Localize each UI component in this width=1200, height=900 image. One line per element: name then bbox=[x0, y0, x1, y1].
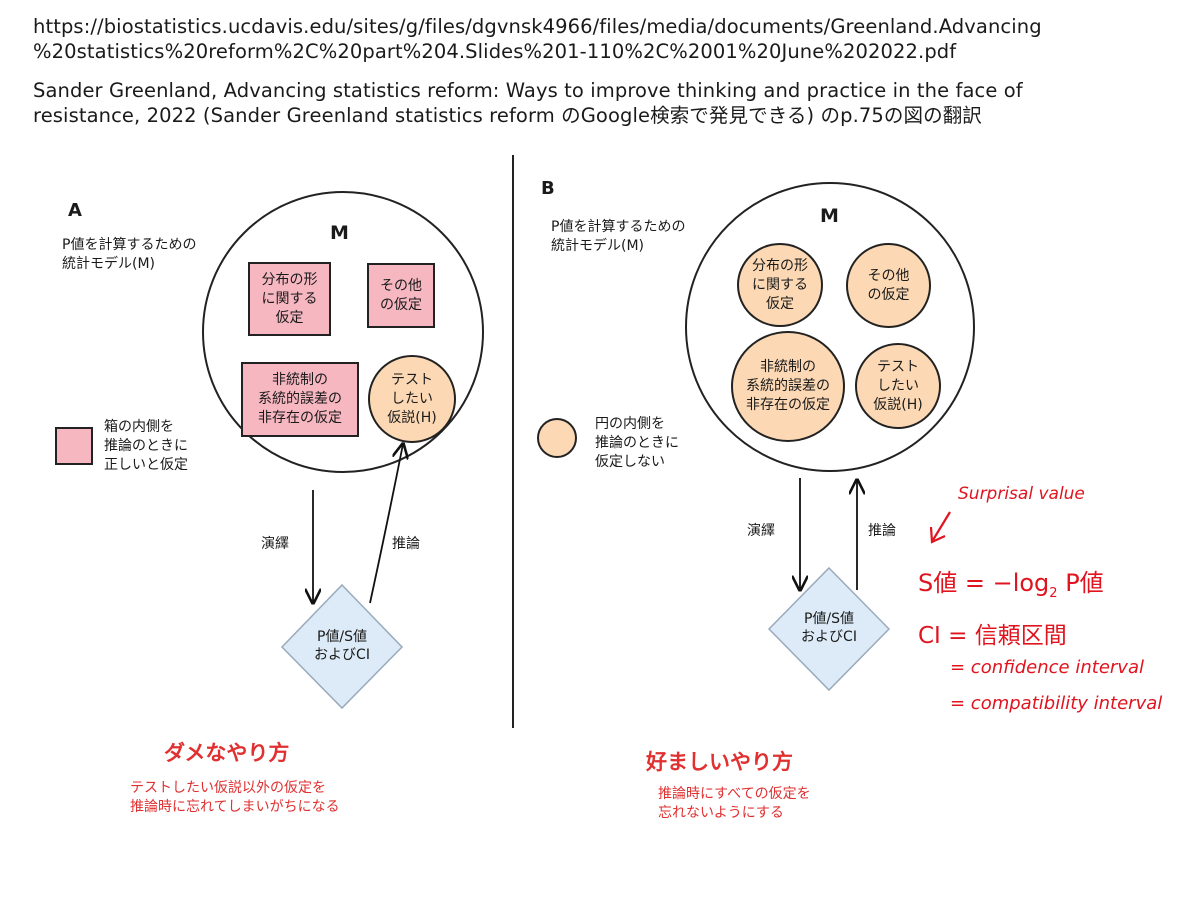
handwritten-ci-definition: CI = 信頼区間 bbox=[918, 623, 1067, 649]
circle-distribution-assumption-b: 分布の形 に関する 仮定 bbox=[737, 243, 823, 327]
handwritten-compatibility-interval: = compatibility interval bbox=[950, 693, 1163, 714]
model-label-a: P値を計算するための 統計モデル(M) bbox=[62, 237, 197, 272]
verdict-good: 好ましいやり方 bbox=[646, 750, 793, 774]
source-url: https://biostatistics.ucdavis.edu/sites/… bbox=[33, 14, 1042, 64]
circle-title-b: M bbox=[820, 205, 839, 227]
model-label-b: P値を計算するための 統計モデル(M) bbox=[551, 219, 686, 254]
verdict-bad: ダメなやり方 bbox=[164, 741, 290, 765]
circle-other-assumption-b: その他 の仮定 bbox=[846, 243, 931, 328]
legend-swatch-box-a bbox=[55, 427, 93, 465]
circle-title-a: M bbox=[330, 222, 349, 244]
panel-b-letter: B bbox=[541, 178, 555, 199]
inference-arrow-a bbox=[369, 444, 403, 604]
citation-line2: resistance, 2022 (Sander Greenland stati… bbox=[33, 104, 982, 127]
box-distribution-assumption-a: 分布の形 に関する 仮定 bbox=[248, 262, 331, 336]
result-label-a: P値/S値 およびCI bbox=[314, 629, 370, 663]
surprisal-arrow bbox=[932, 511, 951, 541]
hypothesis-circle-a: テスト したい 仮説(H) bbox=[368, 355, 456, 443]
inference-label-a: 推論 bbox=[392, 536, 420, 552]
box-other-assumption-a: その他 の仮定 bbox=[367, 263, 435, 328]
circle-no-error-assumption-b: 非統制の 系統的誤差の 非存在の仮定 bbox=[731, 331, 845, 442]
result-label-b: P値/S値 およびCI bbox=[801, 611, 857, 645]
legend-text-a: 箱の内側を 推論のときに 正しいと仮定 bbox=[104, 419, 188, 473]
legend-text-b: 円の内側を 推論のときに 仮定しない bbox=[595, 416, 679, 470]
handwritten-s-value-formula: S値 = −log2 P値 bbox=[918, 569, 1104, 601]
panel-a-letter: A bbox=[68, 200, 82, 221]
verdict-bad-explanation: テストしたい仮説以外の仮定を 推論時に忘れてしまいがちになる bbox=[130, 780, 340, 815]
handwritten-surprisal-value: Surprisal value bbox=[958, 484, 1085, 504]
citation: Sander Greenland, Advancing statistics r… bbox=[33, 78, 1023, 128]
handwritten-confidence-interval: = confidence interval bbox=[950, 657, 1144, 678]
box-no-error-assumption-a: 非統制の 系統的誤差の 非存在の仮定 bbox=[241, 362, 359, 437]
result-diamond-b bbox=[767, 566, 891, 692]
deduction-label-a: 演繹 bbox=[261, 536, 289, 552]
deduction-label-b: 演繹 bbox=[747, 523, 775, 539]
verdict-good-explanation: 推論時にすべての仮定を 忘れないようにする bbox=[658, 786, 811, 821]
hypothesis-circle-b: テスト したい 仮説(H) bbox=[855, 343, 941, 429]
source-url-line1: https://biostatistics.ucdavis.edu/sites/… bbox=[33, 15, 1042, 38]
citation-line1: Sander Greenland, Advancing statistics r… bbox=[33, 79, 1023, 102]
result-diamond-a bbox=[280, 583, 404, 710]
inference-label-b: 推論 bbox=[868, 523, 896, 539]
legend-swatch-circle-b bbox=[537, 418, 577, 458]
surprisal-arrow-head bbox=[929, 526, 946, 544]
source-url-line2: %20statistics%20reform%2C%20part%204.Sli… bbox=[33, 40, 957, 63]
